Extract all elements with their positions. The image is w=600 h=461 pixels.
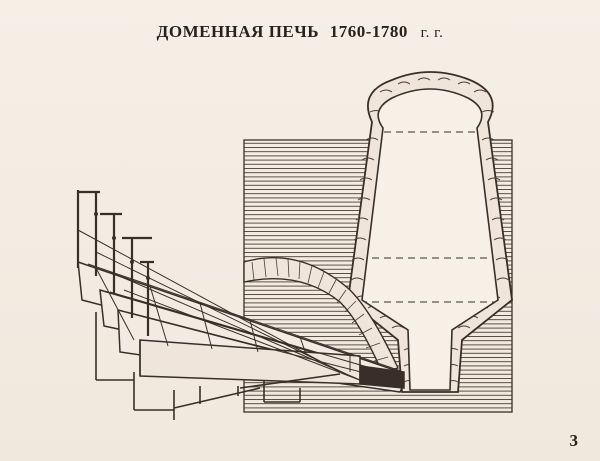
furnace-lining bbox=[347, 71, 513, 393]
bellows bbox=[76, 190, 406, 420]
title-suffix: г. г. bbox=[420, 25, 444, 41]
page-number: 3 bbox=[569, 431, 579, 450]
title-main: ДОМЕННАЯ ПЕЧЬ bbox=[156, 22, 319, 41]
title-years: 1760-1780 bbox=[329, 22, 408, 41]
diagram-title: ДОМЕННАЯ ПЕЧЬ 1760-1780 г. г. bbox=[0, 22, 600, 42]
